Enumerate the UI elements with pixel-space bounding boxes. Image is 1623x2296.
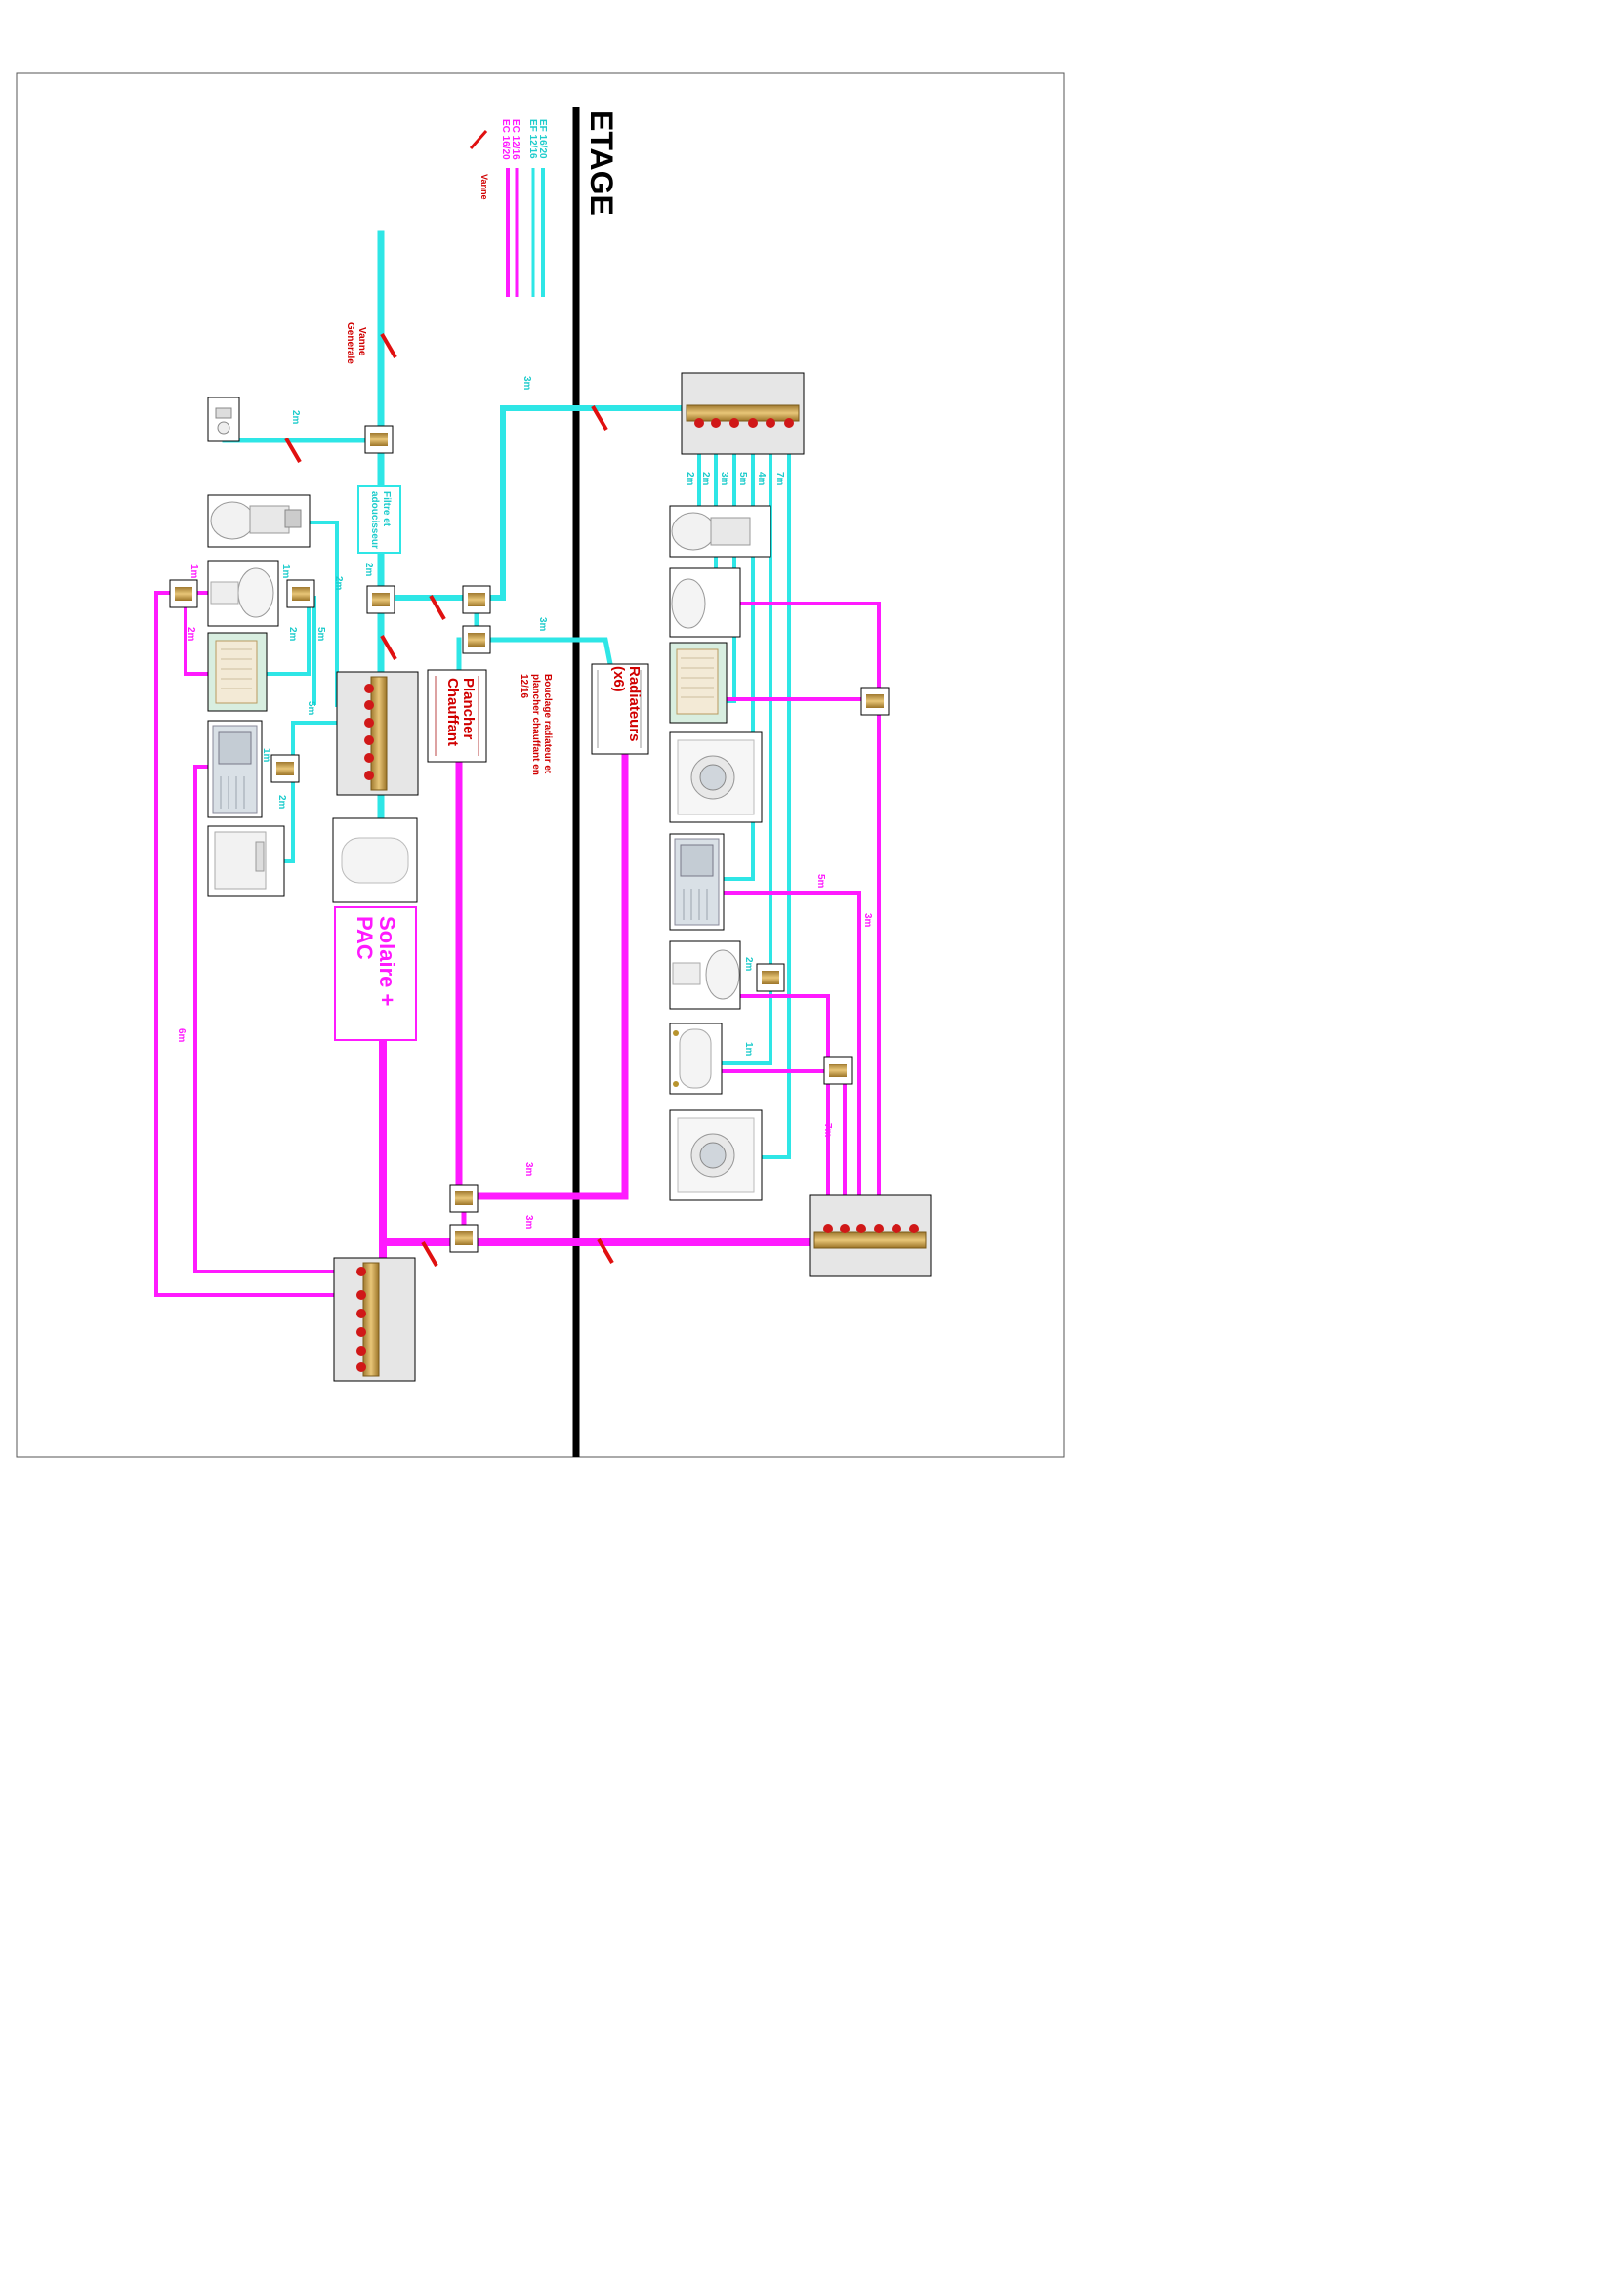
- tee-fitting: [823, 1056, 853, 1085]
- dishwasher-downstairs: [207, 825, 285, 897]
- loop-note-line2: plancher chauffant en: [530, 674, 541, 775]
- shower-tray-downstairs: [207, 632, 268, 712]
- length-label: 3m: [523, 1162, 534, 1177]
- collector-downstairs-hot: [333, 1257, 416, 1382]
- toilet-upstairs: [669, 505, 771, 558]
- tee-fitting: [462, 585, 491, 614]
- collector-upstairs-cold: [681, 372, 805, 455]
- length-label: 2m: [743, 957, 754, 972]
- solar-label-line2: PAC: [353, 916, 377, 960]
- length-label: 2m: [363, 563, 374, 577]
- toilet-downstairs: [207, 494, 311, 548]
- length-label: 2m: [685, 472, 695, 486]
- solar-heatpump-box: Solaire + PAC: [334, 906, 417, 1041]
- outdoor-tap: [207, 397, 240, 442]
- length-label: 3m: [719, 472, 729, 486]
- length-label: 2m: [700, 472, 711, 486]
- hot-water-tank: [332, 817, 418, 903]
- washbasin-upstairs-2: [669, 940, 741, 1010]
- legend-label-ef-12-16: EF 12/16: [527, 119, 538, 159]
- length-label: 5m: [315, 627, 326, 642]
- main-valve-label-line2: Generale: [345, 322, 355, 364]
- legend-label-ec-16-20: EC 16/20: [500, 119, 511, 160]
- length-label: 3m: [537, 617, 548, 632]
- valve-markers: [284, 332, 614, 1268]
- legend: EF 16/20 EF 12/16 EC 12/16 EC 16/20 Vann…: [469, 119, 548, 297]
- washbasin-upstairs-1: [669, 567, 741, 638]
- length-label: 7m: [822, 1123, 833, 1138]
- collector-downstairs-cold: [336, 671, 419, 796]
- shower-tray-upstairs: [669, 642, 728, 724]
- washing-machine-upstairs-1: [669, 731, 763, 823]
- page-title: ETAGE: [584, 110, 619, 216]
- tee-fitting: [286, 579, 315, 608]
- length-label: 3m: [523, 1215, 534, 1230]
- underfloor-label-line1: Plancher: [460, 678, 477, 740]
- length-label: 3m: [862, 913, 873, 928]
- length-label: 1m: [280, 564, 291, 579]
- filter-label-line1: Filtre et: [381, 491, 392, 527]
- tee-fitting: [364, 425, 394, 454]
- bathtub-upstairs: [669, 1023, 723, 1095]
- filter-label-line2: adoucisseur: [369, 491, 380, 549]
- underfloor-label-line2: Chauffant: [444, 678, 461, 746]
- tee-fitting: [756, 963, 785, 992]
- washing-machine-upstairs-2: [669, 1109, 763, 1201]
- main-valve-label-line1: Vanne: [356, 327, 367, 356]
- length-label: 1m: [743, 1042, 754, 1057]
- underfloor-heating-box: Plancher Chauffant: [427, 669, 487, 763]
- length-label: 1m: [261, 748, 271, 763]
- length-label: 7m: [774, 472, 785, 486]
- length-label: 4m: [756, 472, 767, 486]
- radiators-label-line1: Radiateurs: [626, 666, 643, 742]
- length-label: 2m: [333, 576, 344, 591]
- tee-fitting: [462, 625, 491, 654]
- collector-upstairs-hot: [809, 1194, 932, 1277]
- tee-fitting: [169, 579, 198, 608]
- length-label: 3m: [521, 376, 532, 391]
- radiators-box: Radiateurs (x6): [591, 663, 649, 755]
- kitchen-sink-upstairs: [669, 833, 725, 931]
- kitchen-sink-downstairs: [207, 720, 263, 818]
- tee-fitting: [366, 585, 395, 614]
- length-label: 2m: [186, 627, 196, 642]
- loop-note-line3: 12/16: [519, 674, 529, 698]
- legend-valve-symbol: [469, 130, 488, 149]
- tee-fitting: [449, 1224, 479, 1253]
- length-label: 2m: [287, 627, 298, 642]
- filter-softener-box: Filtre et adoucisseur: [357, 485, 401, 554]
- tee-fitting: [270, 754, 300, 783]
- length-label: 2m: [290, 410, 301, 425]
- washbasin-downstairs: [207, 560, 279, 627]
- solar-label-line1: Solaire +: [375, 916, 399, 1006]
- length-label: 5m: [815, 874, 826, 889]
- radiators-label-line2: (x6): [610, 666, 627, 692]
- legend-label-ef-16-20: EF 16/20: [537, 119, 548, 159]
- length-label: 1m: [188, 564, 199, 579]
- plumbing-diagram: ETAGE EF 16/20 EF 12/16 EC 12/16 EC 16/2…: [16, 72, 1065, 1458]
- length-label: 2m: [276, 795, 287, 810]
- tee-fitting: [449, 1184, 479, 1213]
- legend-valve-label: Vanne: [479, 174, 489, 200]
- tee-fitting: [860, 687, 890, 716]
- page-frame: [16, 72, 1065, 1458]
- length-label: 6m: [176, 1028, 187, 1043]
- length-label: 5m: [306, 701, 316, 716]
- legend-label-ec-12-16: EC 12/16: [510, 119, 520, 160]
- length-label: 5m: [737, 472, 748, 486]
- loop-note-line1: Bouclage radiateur et: [542, 674, 553, 774]
